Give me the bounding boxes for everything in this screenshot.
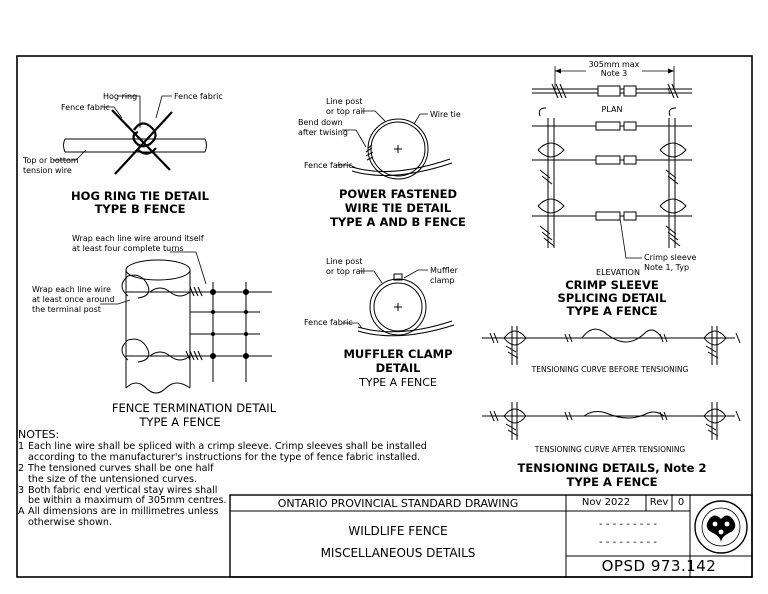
mc-title-3: TYPE A FENCE (358, 376, 437, 389)
cs-title-3: TYPE A FENCE (567, 304, 658, 318)
after-tensioning-label: TENSIONING CURVE AFTER TENSIONING (534, 445, 686, 454)
cs-plan-label: PLAN (602, 105, 623, 114)
pf-bend-label-1: Bend down (298, 118, 343, 127)
mc-muffler-label-1: Muffler (430, 266, 459, 275)
pf-title-2: WIRE TIE DETAIL (345, 201, 452, 215)
title-block-blank-2: - - - - - - - - - (599, 537, 657, 548)
ft-wrap-top-label-1: Wrap each line wire around itself (72, 234, 204, 243)
hog-ring-title-2: TYPE B FENCE (95, 202, 186, 216)
title-block (229, 494, 753, 578)
cs-plan-sleeve (597, 85, 621, 97)
tensioning-title-1: TENSIONING DETAILS, Note 2 (518, 461, 707, 475)
cs-title-2: SPLICING DETAIL (558, 291, 668, 305)
power-fastened-detail: Line post or top rail Wire tie Bend down… (298, 97, 466, 229)
before-tensioning-label: TENSIONING CURVE BEFORE TENSIONING (531, 365, 689, 374)
drawing-title-line1: WILDLIFE FENCE (348, 524, 448, 538)
drawing-title-line2: MISCELLANEOUS DETAILS (320, 546, 476, 560)
tensioning-detail: TENSIONING CURVE BEFORE TENSIONING TENSI… (482, 326, 741, 489)
fence-termination-detail: Wrap each line wire around itself at lea… (32, 234, 277, 429)
pf-fence-fabric-label: Fence fabric (304, 161, 353, 170)
mc-muffler-label-2: clamp (430, 276, 454, 285)
drawing-number: OPSD 973.142 (601, 557, 717, 575)
tension-wire-label-1: Top or bottom (22, 156, 79, 165)
cs-dim-label-1: 305mm max (589, 60, 640, 69)
mc-title-1: MUFFLER CLAMP (343, 347, 452, 361)
notes-heading: NOTES: (18, 428, 60, 441)
fence-fabric-label-left: Fence fabric (61, 103, 110, 112)
note-text: The tensioned curves shall be one half t… (28, 462, 214, 485)
ft-wrap-left-label-1: Wrap each line wire (32, 285, 111, 294)
note-text: All dimensions are in millimetres unless… (28, 506, 219, 529)
ft-title-2: TYPE A FENCE (138, 415, 220, 429)
note-number: 2 (18, 462, 25, 474)
note-number: 1 (18, 440, 25, 452)
pf-bend-label-2: after twising (298, 128, 348, 137)
pf-line-post-label-2: or top rail (326, 107, 365, 116)
fence-fabric-label-right: Fence fabric (174, 92, 223, 101)
tension-wire-label-2: tension wire (23, 166, 72, 175)
note-text: Both fabric end vertical stay wires shal… (28, 484, 227, 507)
title-block-rev-label: Rev (649, 497, 669, 508)
ft-wrap-left-label-3: the terminal post (32, 305, 101, 314)
note-number: A (18, 506, 25, 518)
ft-wrap-top-label-2: at least four complete turns (72, 244, 184, 253)
title-block-header: ONTARIO PROVINCIAL STANDARD DRAWING (277, 497, 519, 510)
title-block-rev-value: 0 (677, 497, 685, 508)
cs-crimp-label-2: Note 1, Typ (644, 263, 689, 272)
pf-title-3: TYPE A AND B FENCE (330, 215, 466, 229)
mc-line-post-label-2: or top rail (326, 267, 365, 276)
ft-wrap-left-label-2: at least once around (32, 295, 114, 304)
cs-elevation-label: ELEVATION (596, 268, 640, 277)
pf-title-1: POWER FASTENED (339, 187, 457, 201)
hog-ring-title-1: HOG RING TIE DETAIL (71, 189, 210, 203)
pf-line-post-label-1: Line post (326, 97, 363, 106)
note-number: 3 (18, 484, 25, 496)
cs-elevation-wires (532, 121, 692, 221)
pf-wire-tie-label: Wire tie (430, 110, 461, 119)
title-block-date: Nov 2022 (581, 497, 631, 508)
cs-dim-label-2: Note 3 (601, 69, 628, 78)
hog-ring-label: Hog ring (103, 92, 137, 101)
muffler-clamp-detail: Line post or top rail Muffler clamp Fenc… (304, 257, 459, 389)
cs-crimp-label-1: Crimp sleeve (644, 253, 696, 262)
note-text: Each line wire shall be spliced with a c… (28, 440, 427, 463)
mc-fence-fabric-label: Fence fabric (304, 318, 353, 327)
opsd-seal-icon (694, 500, 748, 554)
title-block-blank-1: - - - - - - - - - (599, 519, 657, 530)
crimp-sleeve-detail: 305mm max Note 3 PLAN (532, 60, 696, 318)
mc-line-post-label-1: Line post (326, 257, 363, 266)
hog-ring-detail: Hog ring Fence fabric Fence fabric Top o… (22, 92, 223, 216)
ft-title-1: FENCE TERMINATION DETAIL (112, 401, 277, 415)
cs-title-1: CRIMP SLEEVE (565, 278, 659, 292)
tensioning-title-2: TYPE A FENCE (567, 475, 658, 489)
mc-title-2: DETAIL (376, 361, 422, 375)
